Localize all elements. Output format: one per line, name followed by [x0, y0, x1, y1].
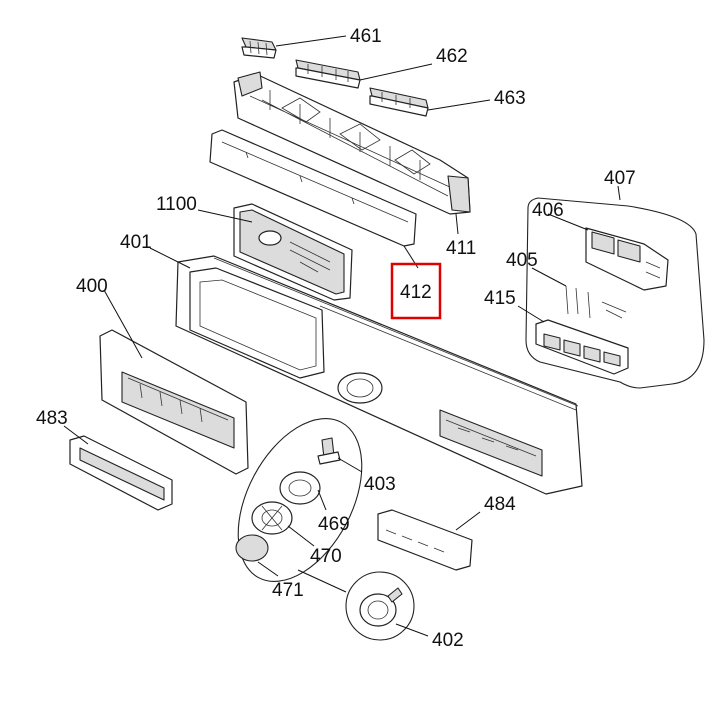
label-463: 463 [494, 88, 526, 109]
label-471: 471 [272, 580, 304, 601]
label-407: 407 [604, 168, 636, 189]
part-411 [233, 71, 471, 215]
part-462 [295, 59, 361, 89]
label-400: 400 [76, 276, 108, 297]
part-412 [209, 129, 417, 247]
part-461 [241, 37, 277, 59]
label-469: 469 [318, 514, 350, 535]
group-407 [525, 197, 705, 389]
part-483 [69, 435, 173, 511]
part-401 [175, 255, 583, 495]
highlight-box-412 [390, 262, 442, 320]
label-462: 462 [436, 46, 468, 67]
part-484 [377, 509, 473, 571]
part-1100 [233, 203, 353, 301]
label-406: 406 [532, 200, 564, 221]
label-412: 412 [400, 282, 432, 303]
part-463 [369, 87, 429, 117]
label-470: 470 [310, 546, 342, 567]
label-411: 411 [446, 238, 476, 259]
label-483: 483 [36, 408, 68, 429]
label-402: 402 [432, 630, 464, 651]
label-415: 415 [484, 288, 516, 309]
label-405: 405 [506, 250, 538, 271]
part-400 [99, 329, 249, 475]
part-402 [345, 571, 415, 641]
label-1100: 1100 [156, 194, 197, 215]
knob-assembly [235, 418, 363, 582]
label-403: 403 [364, 474, 396, 495]
leader-lines [63, 35, 621, 637]
part-labels: 461 462 463 411 412 407 406 405 415 1100… [36, 26, 636, 651]
label-484: 484 [484, 494, 516, 515]
label-461: 461 [350, 26, 382, 47]
label-401: 401 [120, 232, 152, 253]
